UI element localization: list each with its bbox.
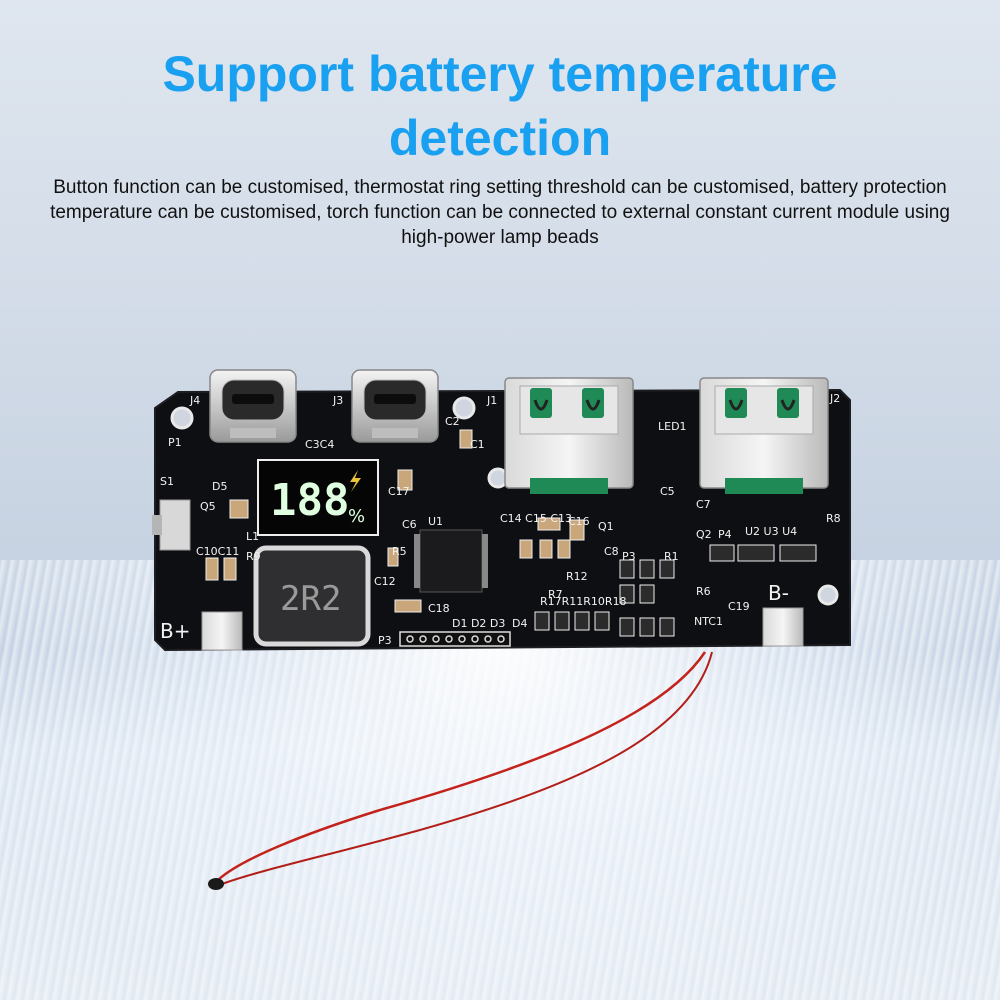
label-j3: J3 bbox=[332, 394, 343, 407]
inductor-l1: 2R2 bbox=[253, 545, 371, 647]
label-u1: U1 bbox=[428, 515, 443, 528]
label-l1: L1 bbox=[246, 530, 259, 543]
label-p4: P4 bbox=[718, 528, 732, 541]
label-q5: Q5 bbox=[200, 500, 216, 513]
push-button-s1 bbox=[152, 499, 191, 551]
label-c8: C8 bbox=[604, 545, 619, 558]
label-c17: C17 bbox=[388, 485, 410, 498]
display-percent: % bbox=[348, 506, 365, 527]
battery-pad-positive bbox=[201, 611, 243, 651]
label-r17r11r10r18: R17R11R10R18 bbox=[540, 595, 627, 608]
header-pins-p3 bbox=[399, 631, 511, 647]
label-ntc: NTC1 bbox=[694, 615, 723, 628]
label-c19: C19 bbox=[728, 600, 750, 613]
usb-c-port-j4 bbox=[209, 369, 297, 443]
pcb-illustration: 188 % 2R2 bbox=[152, 369, 851, 890]
page-description: Button function can be customised, therm… bbox=[50, 177, 950, 248]
label-b-minus: B- bbox=[768, 581, 789, 605]
label-c5: C5 bbox=[660, 485, 675, 498]
label-led1: LED1 bbox=[658, 420, 687, 433]
label-d4: D4 bbox=[512, 617, 527, 630]
mounting-hole bbox=[452, 396, 476, 420]
label-q1: Q1 bbox=[598, 520, 614, 533]
label-c3c4: C3C4 bbox=[305, 438, 334, 451]
label-j2: J2 bbox=[829, 392, 840, 405]
label-c6: C6 bbox=[402, 518, 417, 531]
label-r9: R9 bbox=[246, 550, 261, 563]
page-title: Support battery temperature detection bbox=[162, 46, 838, 166]
label-r5: R5 bbox=[392, 545, 407, 558]
label-c2: C2 bbox=[445, 415, 460, 428]
mounting-hole bbox=[817, 584, 839, 606]
label-d1d2d3: D1 D2 D3 bbox=[452, 617, 505, 630]
display-digits: 188 bbox=[270, 475, 349, 526]
label-c18: C18 bbox=[428, 602, 450, 615]
controller-chip-u1 bbox=[414, 529, 488, 593]
label-b-plus: B+ bbox=[160, 619, 190, 643]
battery-percentage-display: 188 % bbox=[257, 459, 379, 536]
label-r12: R12 bbox=[566, 570, 588, 583]
label-r6: R6 bbox=[696, 585, 711, 598]
label-j4: J4 bbox=[189, 394, 200, 407]
label-c10c11: C10C11 bbox=[196, 545, 239, 558]
charging-bolt-icon bbox=[350, 470, 361, 492]
usb-a-port-j2 bbox=[699, 377, 829, 494]
label-p3-bottom: P3 bbox=[378, 634, 392, 647]
label-p3: P3 bbox=[622, 550, 636, 563]
label-d5: D5 bbox=[212, 480, 227, 493]
ntc-temperature-probe bbox=[208, 651, 713, 890]
label-c7: C7 bbox=[696, 498, 711, 511]
label-r8: R8 bbox=[826, 512, 841, 525]
label-j1: J1 bbox=[486, 394, 497, 407]
label-p1: P1 bbox=[168, 436, 182, 449]
mounting-hole bbox=[170, 406, 194, 430]
label-c14c15c13: C14 C15 C13 bbox=[500, 512, 572, 525]
label-q2: Q2 bbox=[696, 528, 712, 541]
label-r1: R1 bbox=[664, 550, 679, 563]
battery-pad-negative bbox=[762, 607, 804, 647]
resistor-array bbox=[534, 544, 817, 637]
label-s1: S1 bbox=[160, 475, 174, 488]
label-r7: R7 bbox=[548, 588, 563, 601]
smd-components bbox=[205, 429, 585, 613]
label-c16: C16 bbox=[568, 515, 590, 528]
label-c1: C1 bbox=[470, 438, 485, 451]
label-c12: C12 bbox=[374, 575, 396, 588]
inductor-marking: 2R2 bbox=[280, 579, 341, 619]
label-u2u3u4: U2 U3 U4 bbox=[745, 525, 797, 538]
usb-c-port-j3 bbox=[351, 369, 439, 443]
usb-a-port-j1 bbox=[504, 377, 634, 494]
